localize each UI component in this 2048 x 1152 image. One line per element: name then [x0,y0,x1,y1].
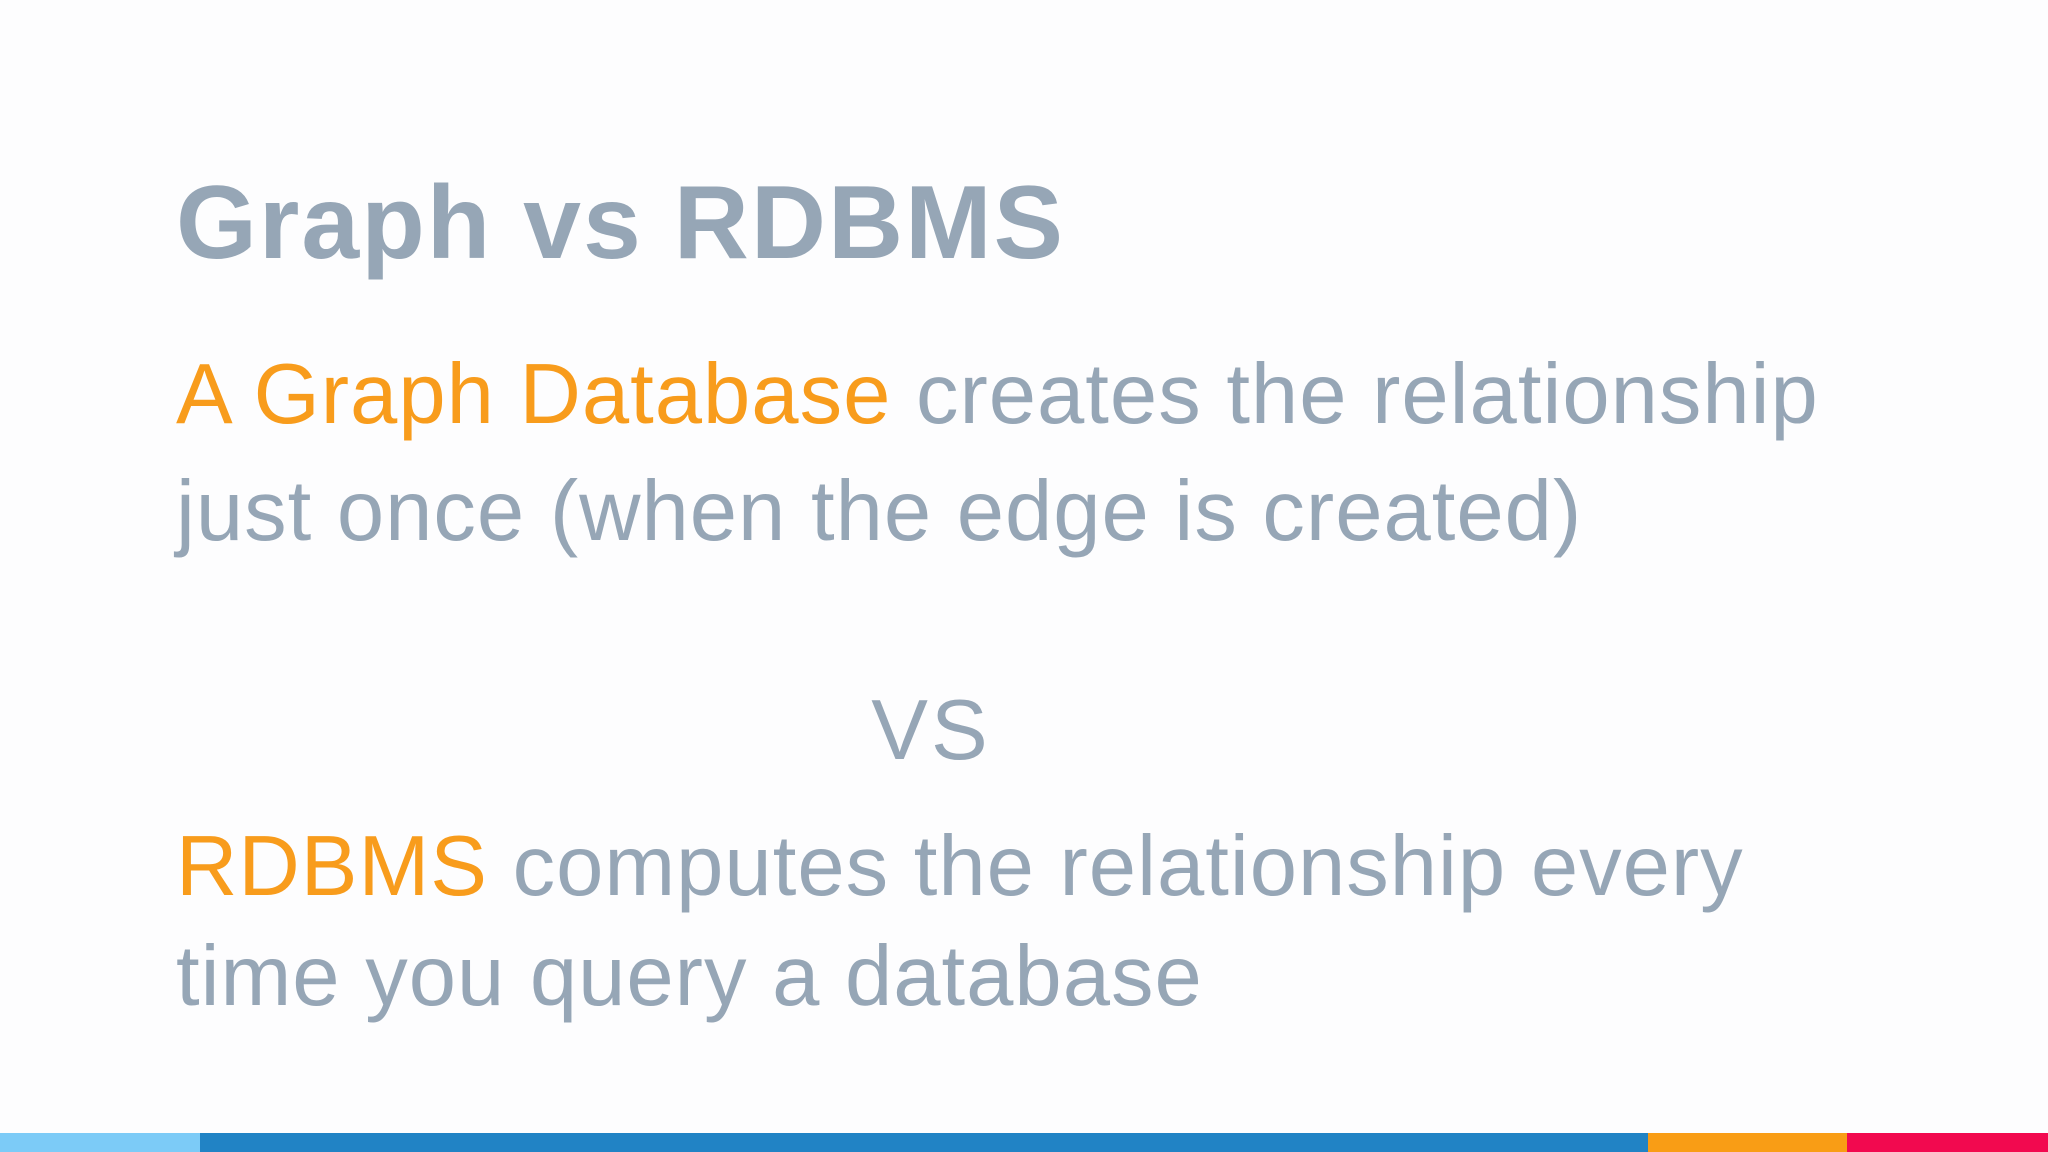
footer-segment-light-blue [0,1133,200,1152]
footer-segment-blue [200,1133,1648,1152]
paragraph-line: A Graph Database creates the relationshi… [176,336,1876,453]
slide-title: Graph vs RDBMS [176,164,1066,281]
paragraph-rdbms: RDBMS computes the relationship every ti… [176,812,1876,1032]
footer-accent-bar [0,1133,2048,1152]
paragraph-line: RDBMS computes the relationship every [176,812,1876,922]
footer-segment-pink [1847,1133,2048,1152]
highlight-graph-database: A Graph Database [176,347,892,442]
paragraph-text: computes the relationship every [487,819,1744,914]
paragraph-text: creates the relationship [891,347,1819,442]
paragraph-graph-database: A Graph Database creates the relationshi… [176,336,1876,570]
highlight-rdbms: RDBMS [176,819,488,914]
footer-segment-orange [1648,1133,1847,1152]
vs-separator: VS [871,683,991,778]
paragraph-line: time you query a database [176,929,1203,1024]
paragraph-line: just once (when the edge is created) [176,464,1583,559]
